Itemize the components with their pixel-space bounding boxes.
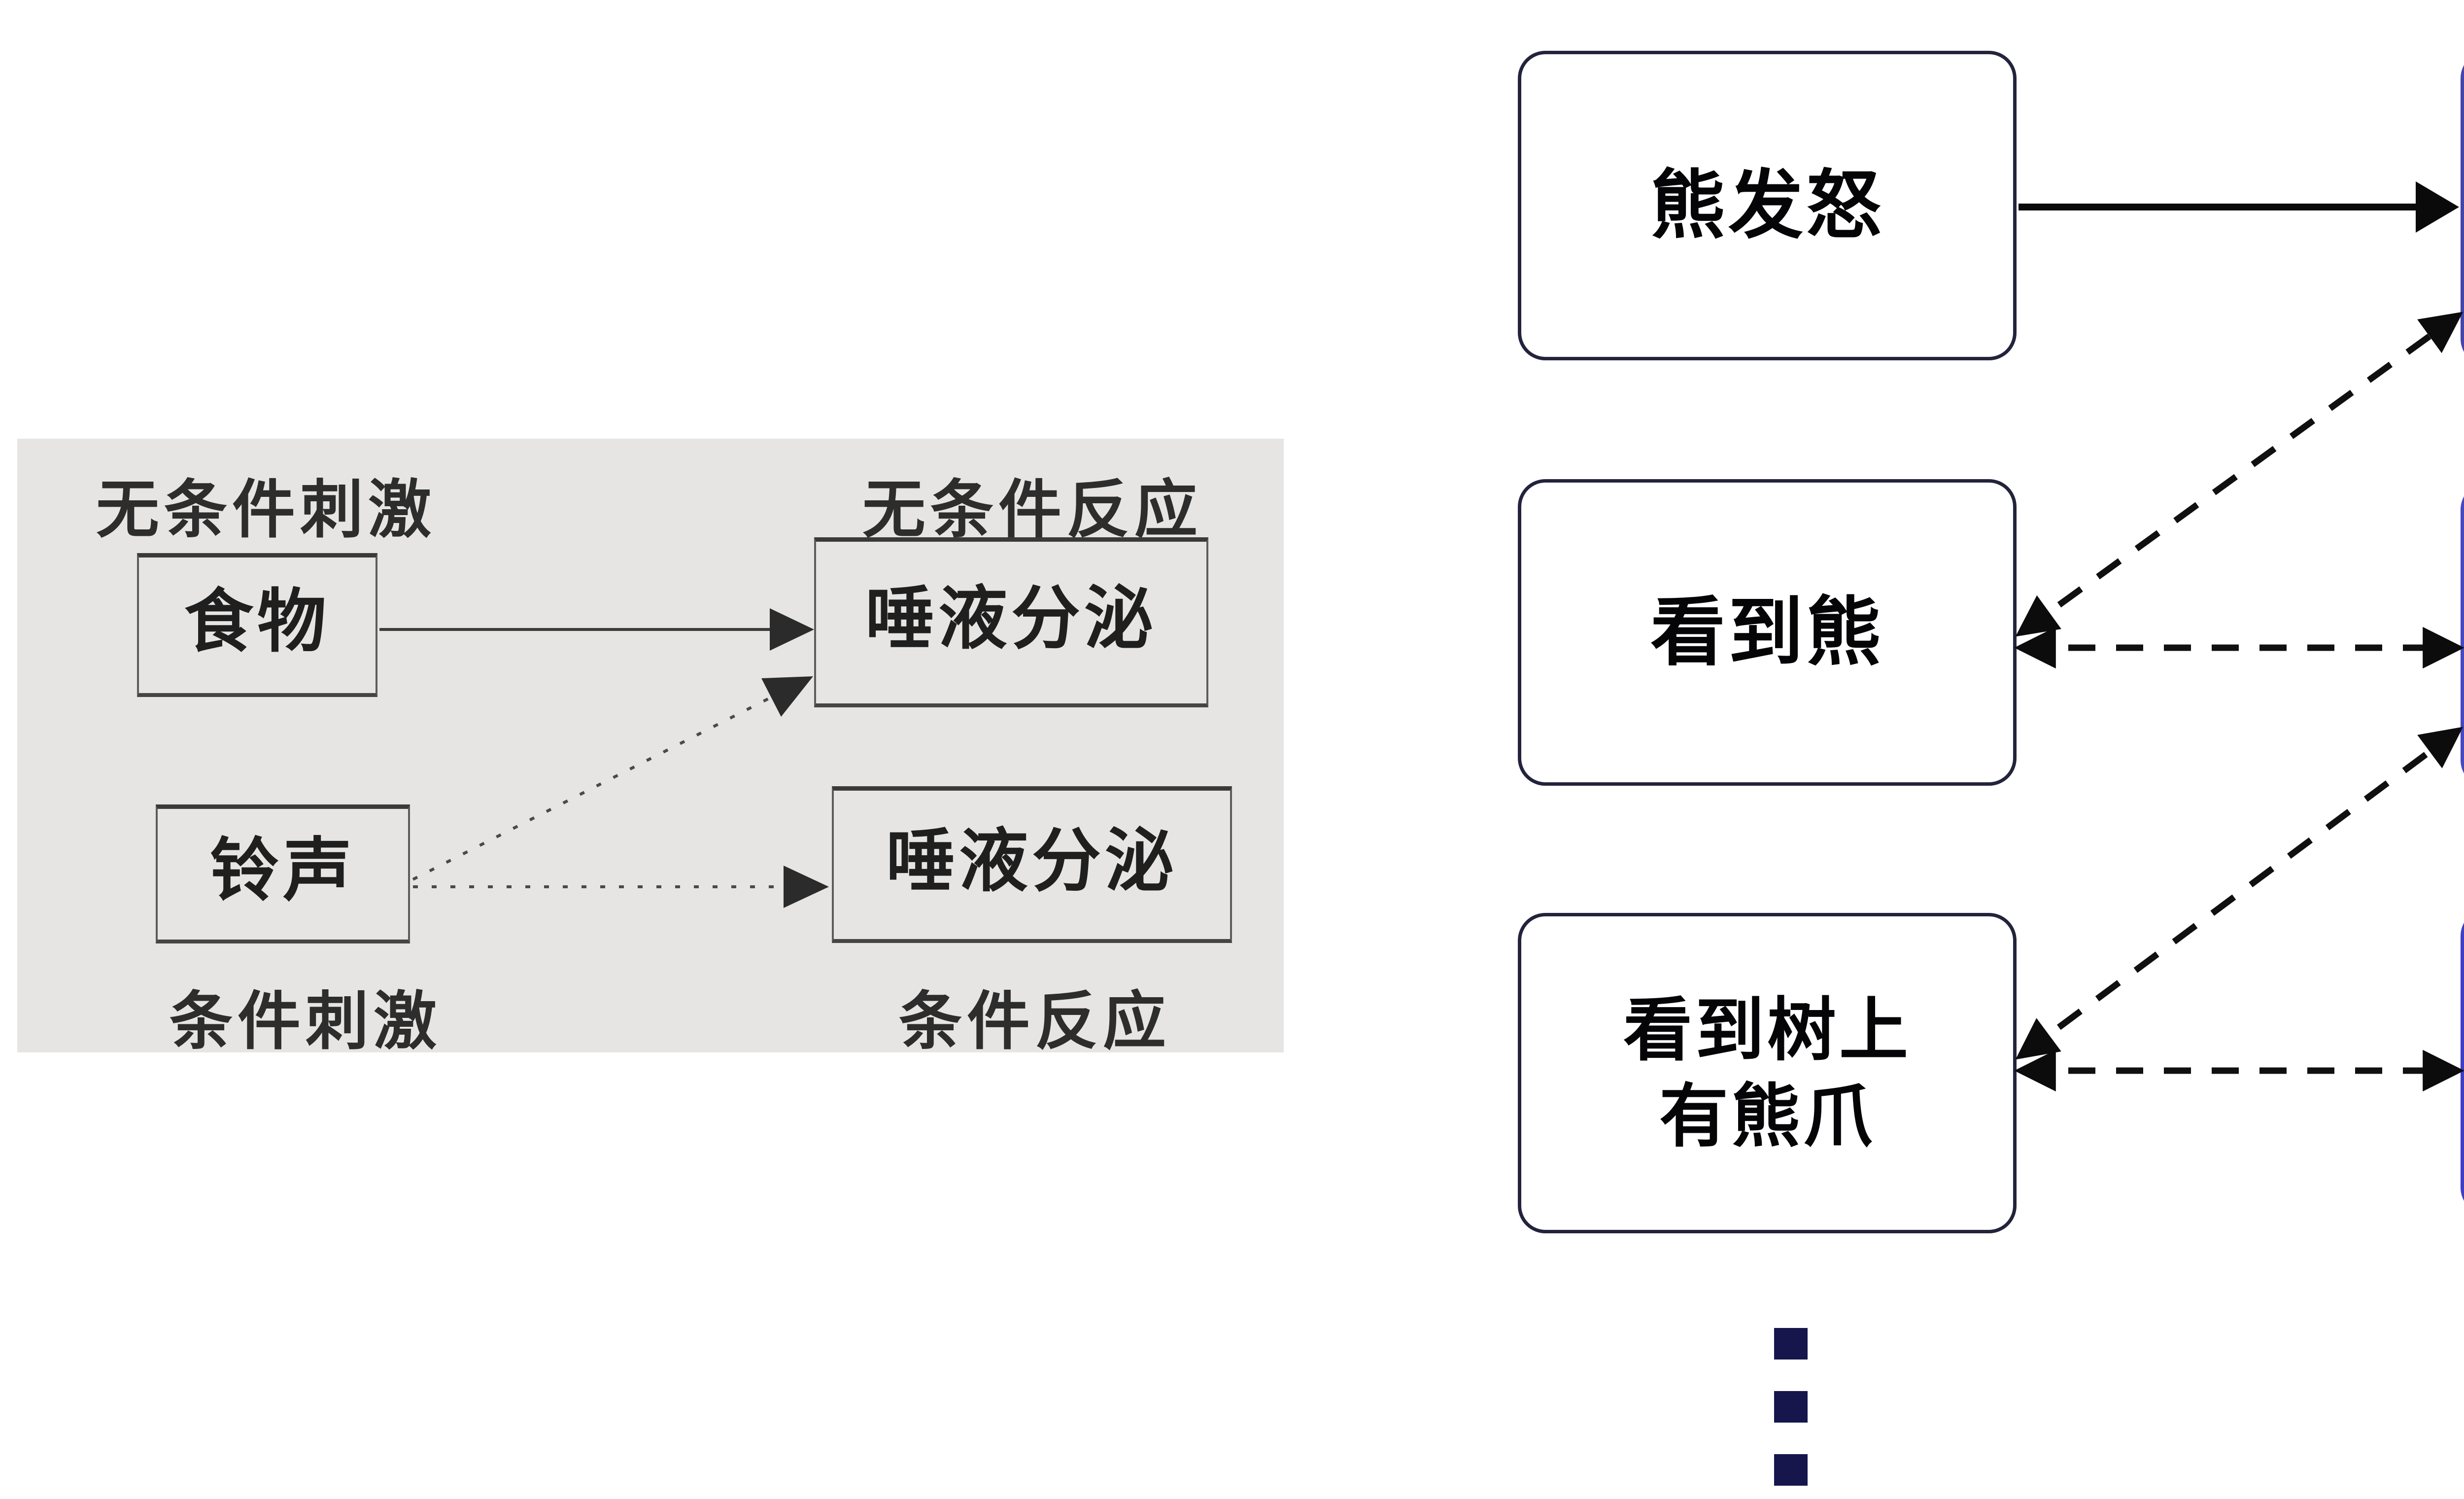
label-conditioned-response: 条件反应 — [898, 986, 1171, 1057]
conditioning-panel: 无条件刺激 无条件反应 食物 唾液分泌 铃声 唾液分泌 条件刺激 条件反应 — [17, 439, 1284, 1057]
box-food: 食物 — [137, 553, 377, 697]
node-see-bear: 看到熊 — [1518, 479, 2017, 786]
node-see-bear-label: 看到熊 — [1650, 591, 1884, 674]
label-unconditioned-stimulus: 无条件刺激 — [96, 475, 436, 545]
node-see-claw-line1: 看到树上 — [1623, 991, 1911, 1069]
node-reward: 奖励 — [2461, 51, 2464, 366]
label-unconditioned-response: 无条件反应 — [862, 475, 1202, 545]
label-conditioned-stimulus: 条件刺激 — [169, 986, 442, 1057]
dashed-arrow-see-claw-vs-prime — [2015, 727, 2464, 1060]
node-bear-rage: 熊发怒 — [1518, 51, 2017, 360]
node-value-state: V(s) — [2461, 908, 2464, 1215]
box-salivation-top: 唾液分泌 — [814, 537, 1208, 707]
box-salivation-bottom-label: 唾液分泌 — [886, 822, 1178, 900]
dashed-arrow-see-bear-reward — [2015, 312, 2464, 637]
node-see-claw: 看到树上 有熊爪 — [1518, 913, 2017, 1233]
box-bell: 铃声 — [156, 804, 410, 943]
node-bear-rage-label: 熊发怒 — [1650, 164, 1884, 247]
box-salivation-top-label: 唾液分泌 — [865, 580, 1157, 657]
box-food-label: 食物 — [184, 582, 330, 660]
arrow-bear-rage-to-reward — [2019, 181, 2459, 233]
box-bell-label: 铃声 — [209, 831, 356, 909]
box-salivation-bottom: 唾液分泌 — [832, 786, 1232, 943]
node-see-claw-line2: 有熊爪 — [1659, 1078, 1875, 1155]
ellipsis-left-dot-3 — [1774, 1454, 1808, 1486]
node-value-next-state: V(s′) — [2461, 482, 2464, 788]
ellipsis-left-dot-1 — [1774, 1328, 1808, 1360]
ellipsis-left-dot-2 — [1774, 1391, 1808, 1423]
